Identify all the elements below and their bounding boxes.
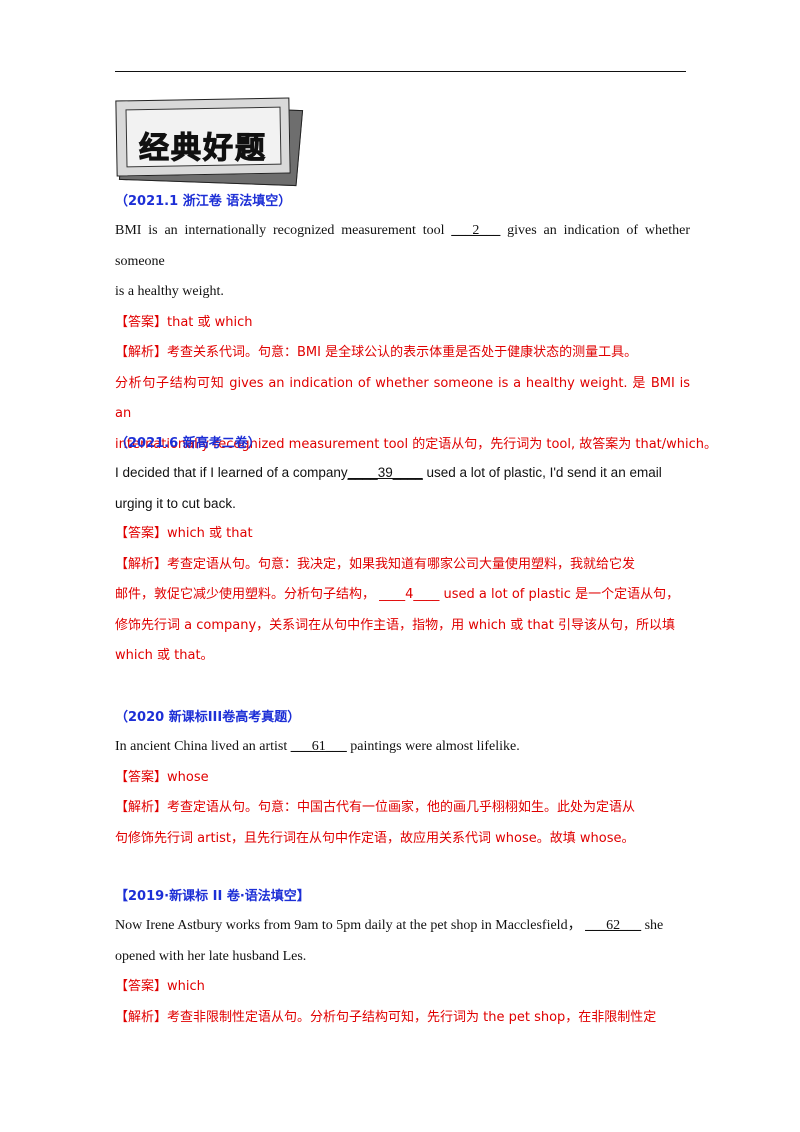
analysis-line: 【解析】考查非限制性定语从句。分析句子结构可知，先行词为 the pet sho… bbox=[115, 1009, 657, 1025]
answer-blank: ___61___ bbox=[290, 739, 347, 754]
answer-line: 【答案】which 或 that bbox=[115, 526, 253, 541]
question-item: （2021.1 浙江卷 语法填空） BMI is an internationa… bbox=[115, 190, 718, 460]
answer-blank: ____39____ bbox=[347, 465, 423, 480]
question-line: is a healthy weight. bbox=[115, 284, 224, 299]
question-source: （2021.6 新高考二卷） bbox=[115, 436, 261, 451]
question-item: （2021.6 新高考二卷） I decided that if I learn… bbox=[115, 432, 690, 672]
question-source: （2021.1 浙江卷 语法填空） bbox=[115, 194, 292, 209]
question-line: BMI is an internationally recognized mea… bbox=[115, 223, 690, 269]
question-line: opened with her late husband Les. bbox=[115, 948, 307, 964]
answer-line: 【答案】which bbox=[115, 979, 205, 994]
analysis-line: 【解析】考查定语从句。句意：中国古代有一位画家，他的画几乎栩栩如生。此处为定语从 bbox=[115, 800, 636, 815]
analysis-line: 【解析】考查定语从句。句意：我决定，如果我知道有哪家公司大量使用塑料，我就给它发 bbox=[115, 556, 636, 572]
answer-line: 【答案】whose bbox=[115, 769, 209, 785]
question-source: （2020 新课标III卷高考真题） bbox=[115, 710, 301, 725]
question-line: I decided that if I learned of a company… bbox=[115, 465, 662, 480]
question-item: 【2019·新课标 II 卷·语法填空】 Now Irene Astbury w… bbox=[115, 885, 690, 1033]
analysis-line: 邮件，敦促它减少使用塑料。分析句子结构， ____4____ used a lo… bbox=[115, 587, 680, 602]
badge-label: 经典好题 bbox=[139, 131, 267, 167]
analysis-line: 【解析】考查关系代词。句意：BMI 是全球公认的表示体重是否处于健康状态的测量工… bbox=[115, 345, 638, 360]
question-line: In ancient China lived an artist ___61__… bbox=[115, 739, 520, 754]
analysis-line: internationally recognized measurement t… bbox=[115, 436, 718, 452]
answer-line: 【答案】that 或 which bbox=[115, 314, 253, 330]
answer-blank: ___2___ bbox=[451, 223, 501, 238]
analysis-line: 分析句子结构可知 gives an indication of whether … bbox=[115, 375, 690, 422]
answer-blank: ___62___ bbox=[585, 918, 642, 933]
question-item: （2020 新课标III卷高考真题） In ancient China live… bbox=[115, 706, 690, 854]
question-line: urging it to cut back. bbox=[115, 495, 236, 511]
section-badge: 经典好题 bbox=[115, 97, 304, 187]
question-source: 【2019·新课标 II 卷·语法填空】 bbox=[115, 889, 310, 904]
question-line: Now Irene Astbury works from 9am to 5pm … bbox=[115, 918, 664, 933]
header-rule bbox=[115, 71, 686, 72]
analysis-line: which 或 that。 bbox=[115, 648, 214, 663]
analysis-line: 修饰先行词 a company，关系词在从句中作主语，指物，用 which 或 … bbox=[115, 617, 675, 633]
analysis-line: 句修饰先行词 artist，且先行词在从句中作定语，故应用关系代词 whose。… bbox=[115, 830, 635, 846]
